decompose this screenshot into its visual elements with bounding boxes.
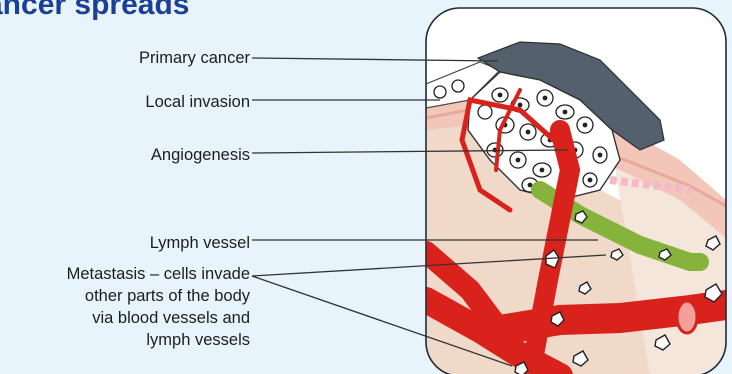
vessel-opening xyxy=(677,301,697,333)
